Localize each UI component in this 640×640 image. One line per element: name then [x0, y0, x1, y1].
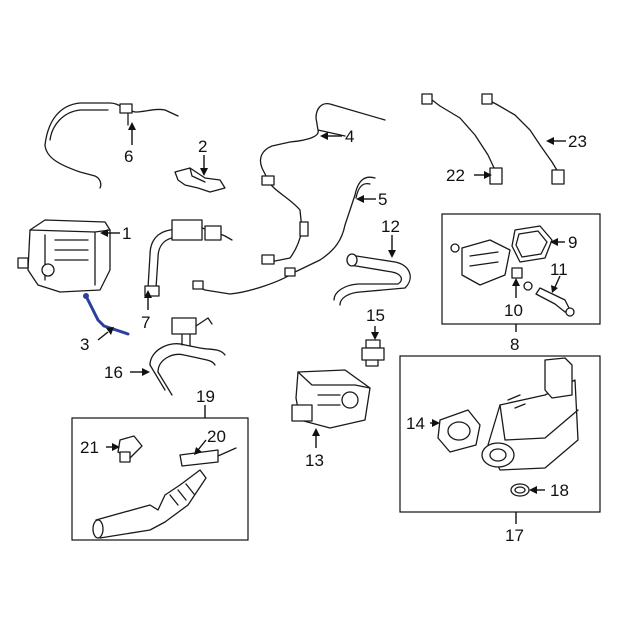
- part-14-gasket: [437, 409, 481, 453]
- callout-7: 7: [141, 313, 150, 332]
- part-7-purge-valve: [144, 219, 233, 297]
- callout-numbers: 1 2 3 4 5 6 7 8 9 10 11 12 13 14 15 16 1…: [80, 127, 587, 545]
- callout-6: 6: [124, 147, 133, 166]
- part-9-gasket: [511, 225, 553, 263]
- box-19: [71, 417, 249, 541]
- part-13-egr-valve: [291, 369, 371, 429]
- callout-17: 17: [505, 526, 524, 545]
- callout-11: 11: [550, 260, 568, 279]
- callout-19: 19: [196, 387, 215, 406]
- part-5-tube: [192, 176, 376, 295]
- callout-10: 10: [504, 301, 523, 320]
- part-17-egr-cooler: [481, 357, 579, 471]
- callout-4: 4: [345, 127, 354, 146]
- callout-9: 9: [568, 233, 577, 252]
- part-22-sensor: [421, 93, 503, 185]
- part-3-strap: [83, 293, 130, 336]
- callout-21: 21: [80, 438, 99, 457]
- leader-lines: [97, 122, 566, 524]
- callout-18: 18: [550, 481, 569, 500]
- part-21-sensor: [117, 435, 143, 463]
- part-23-sensor: [481, 93, 565, 185]
- callout-20: 20: [207, 427, 226, 446]
- part-15-sensor: [361, 339, 385, 367]
- part-19-intake-tube: [92, 447, 237, 539]
- part-11-tube: [535, 287, 575, 317]
- part-12-hose: [333, 253, 411, 306]
- callout-16: 16: [104, 363, 123, 382]
- part-16-hose: [149, 317, 226, 396]
- callout-23: 23: [568, 132, 587, 151]
- callout-2: 2: [198, 137, 207, 156]
- part-8-thermostat: [450, 239, 533, 291]
- callout-3: 3: [80, 335, 89, 354]
- callout-15: 15: [366, 306, 385, 325]
- callout-13: 13: [305, 451, 324, 470]
- callout-8: 8: [510, 335, 519, 354]
- callout-14: 14: [406, 414, 425, 433]
- part-1-canister: [17, 219, 111, 293]
- part-6-harness: [44, 102, 179, 189]
- box-8: [441, 213, 601, 325]
- part-4-hose: [259, 102, 386, 265]
- part-18-seal: [510, 483, 530, 497]
- callout-5: 5: [378, 190, 387, 209]
- box-17: [399, 355, 601, 513]
- callout-1: 1: [122, 224, 131, 243]
- part-2-bracket: [174, 167, 226, 193]
- callout-12: 12: [381, 217, 400, 236]
- callout-22: 22: [446, 166, 465, 185]
